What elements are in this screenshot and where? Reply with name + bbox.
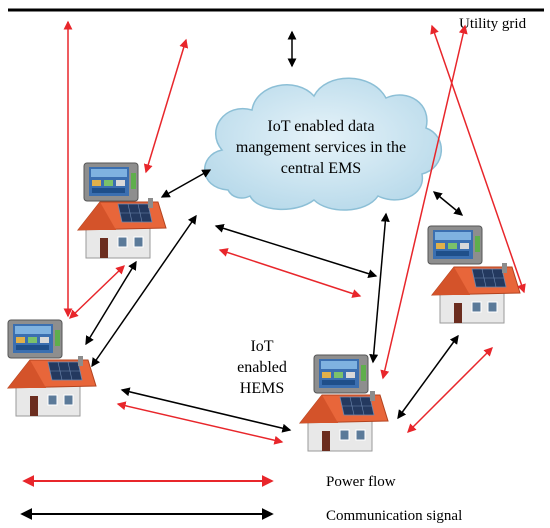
comm-arrow-house1-cloud — [160, 169, 212, 198]
house-4-monitor — [313, 354, 369, 394]
hems-text-line-1: IoT — [250, 338, 273, 355]
house-1-monitor — [83, 162, 139, 202]
hems-text-line-3: HEMS — [240, 380, 284, 397]
house-2-monitor — [7, 319, 63, 359]
comm-arrow-cloud-house3 — [432, 191, 464, 216]
power-arrow-house4-house3 — [407, 347, 493, 433]
power-arrow-house1-house3 — [218, 248, 362, 298]
power-arrow-grid-house4 — [380, 24, 468, 380]
house-4-icon — [299, 390, 389, 452]
cloud-text-line-1: IoT enabled data — [267, 118, 374, 135]
hems-text-line-2: enabled — [237, 359, 287, 376]
house-2-icon — [7, 355, 97, 417]
power-arrow-house1-house2 — [69, 265, 125, 319]
comm-arrow-house1-house3 — [214, 223, 378, 279]
cloud-text-line-2: mangement services in the — [236, 139, 406, 156]
comm-arrow-house4-house3 — [397, 334, 459, 420]
communication-arrows — [85, 30, 464, 433]
comm-arrow-house1-house2 — [85, 260, 137, 346]
legend-communication-label: Communication signal — [326, 508, 462, 524]
comm-arrow-house2-house4 — [120, 387, 292, 433]
house-3-icon — [431, 262, 521, 324]
legend-power-label: Power flow — [326, 474, 396, 490]
power-arrow-grid-house1 — [143, 38, 189, 174]
utility-grid-label: Utility grid — [459, 16, 527, 32]
house-3-monitor — [427, 225, 483, 265]
house-1-icon — [77, 197, 167, 259]
comm-arrow-cloud-house4 — [369, 212, 390, 364]
cloud-text-line-3: central EMS — [281, 160, 361, 177]
